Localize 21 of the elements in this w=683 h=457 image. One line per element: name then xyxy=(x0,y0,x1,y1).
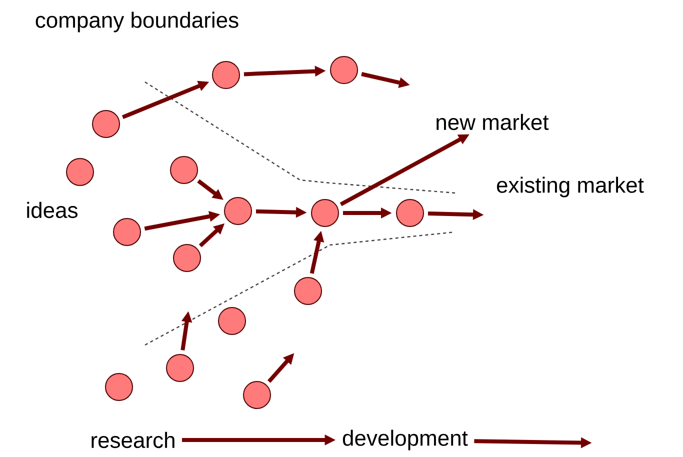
text-label: existing market xyxy=(496,176,644,198)
circle-node xyxy=(66,158,94,186)
circle-node xyxy=(170,156,198,184)
text-label: ideas xyxy=(27,202,78,218)
text-label: new market xyxy=(436,114,549,130)
circle-node xyxy=(330,56,358,84)
circle-node xyxy=(311,199,339,227)
text-label: development xyxy=(342,430,468,450)
circle-node xyxy=(113,218,141,246)
circle-node xyxy=(212,61,240,89)
circle-node xyxy=(166,354,194,382)
text-label: research xyxy=(92,432,174,448)
circle-node xyxy=(243,381,271,409)
circle-node xyxy=(173,244,201,272)
circle-node xyxy=(92,110,120,138)
circle-node xyxy=(396,199,424,227)
circle-node xyxy=(218,307,246,335)
circle-node xyxy=(224,197,252,225)
text-label: company boundaries xyxy=(36,12,238,32)
circle-node xyxy=(105,373,133,401)
circle-node xyxy=(294,277,322,305)
